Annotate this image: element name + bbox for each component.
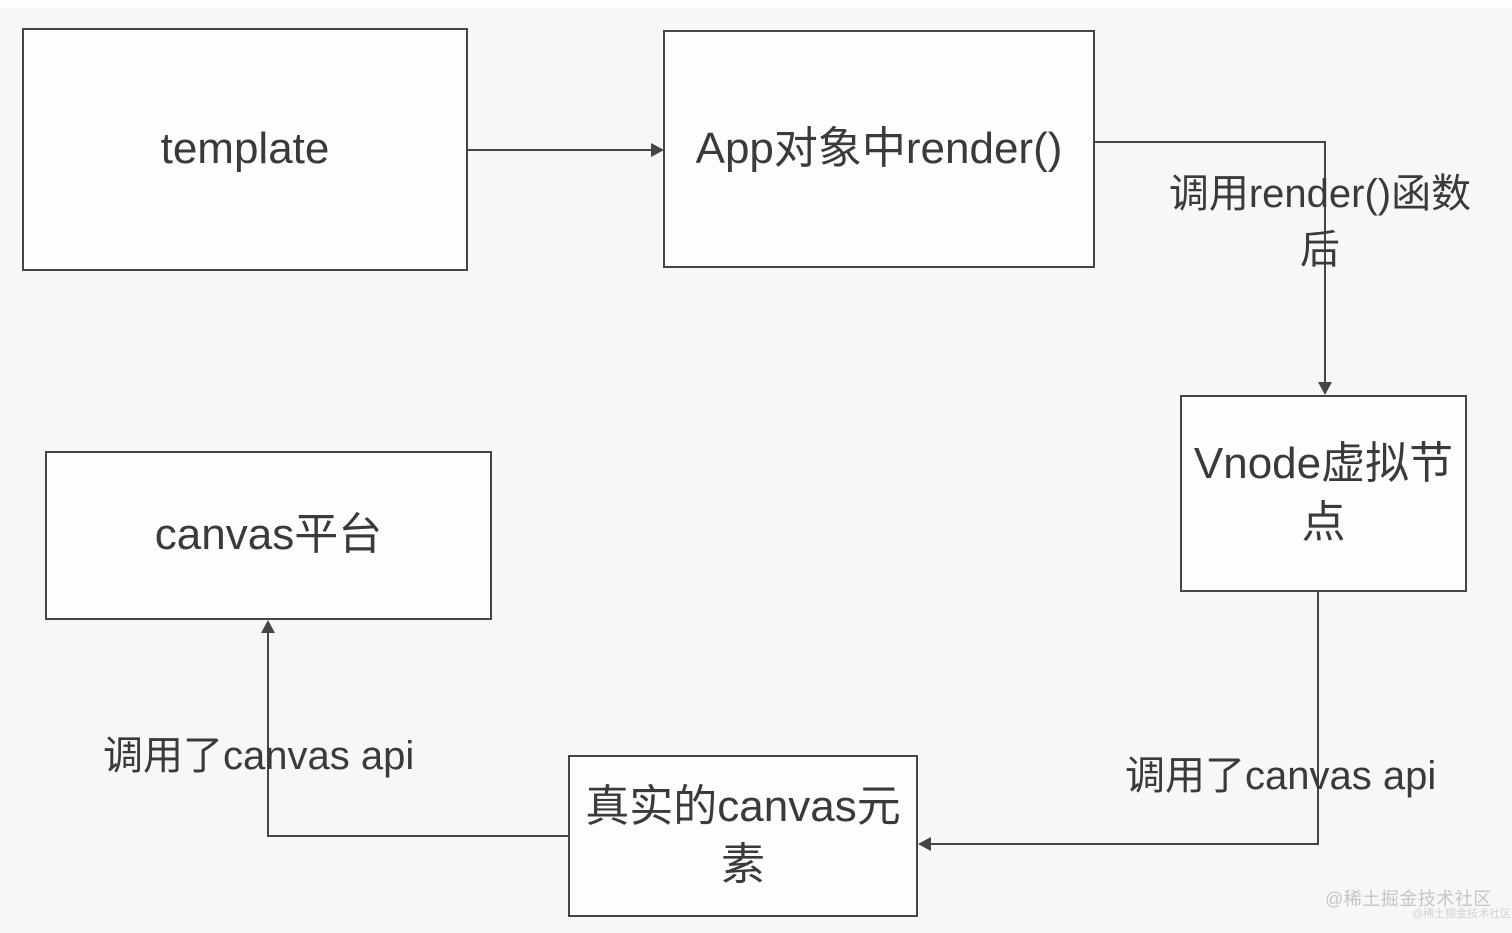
node-app-render-label: App对象中render() bbox=[695, 123, 1063, 173]
edge-app-to-vnode-line-h bbox=[1095, 141, 1326, 143]
watermark-secondary: @稀土掘金技术社区 bbox=[1412, 908, 1512, 920]
edge-vnode-to-realcanvas-line-v bbox=[1317, 592, 1319, 845]
node-real-canvas-label: 真实的canvas元素 bbox=[585, 781, 901, 889]
edge-vnode-to-realcanvas-line-h bbox=[930, 843, 1319, 845]
node-canvas-platform-label: canvas平台 bbox=[154, 510, 383, 560]
top-strip bbox=[0, 0, 1512, 9]
arrowhead-left-icon bbox=[918, 837, 931, 851]
node-real-canvas: 真实的canvas元素 bbox=[568, 755, 918, 917]
edge-realcanvas-to-platform-line-h bbox=[268, 835, 568, 837]
edge-label-call-canvas-api-right: 调用了canvas api bbox=[1125, 754, 1437, 798]
edge-template-to-app-line bbox=[468, 149, 652, 151]
node-vnode-label: Vnode虚拟节点 bbox=[1193, 439, 1454, 547]
arrowhead-down-icon bbox=[1318, 382, 1332, 395]
arrowhead-up-icon bbox=[261, 620, 275, 633]
node-template-label: template bbox=[160, 124, 330, 174]
node-vnode: Vnode虚拟节点 bbox=[1180, 395, 1467, 592]
node-template: template bbox=[22, 28, 468, 271]
arrowhead-right-icon bbox=[651, 143, 664, 157]
watermark-primary: @稀土掘金技术社区 bbox=[1325, 889, 1492, 909]
node-app-render: App对象中render() bbox=[663, 30, 1095, 268]
edge-label-after-render: 调用render()函数后 bbox=[1168, 172, 1472, 272]
edge-app-to-vnode-line-v bbox=[1324, 141, 1326, 384]
edge-realcanvas-to-platform-line-v bbox=[267, 632, 269, 837]
node-canvas-platform: canvas平台 bbox=[45, 451, 492, 620]
edge-label-call-canvas-api-left: 调用了canvas api bbox=[103, 734, 415, 778]
